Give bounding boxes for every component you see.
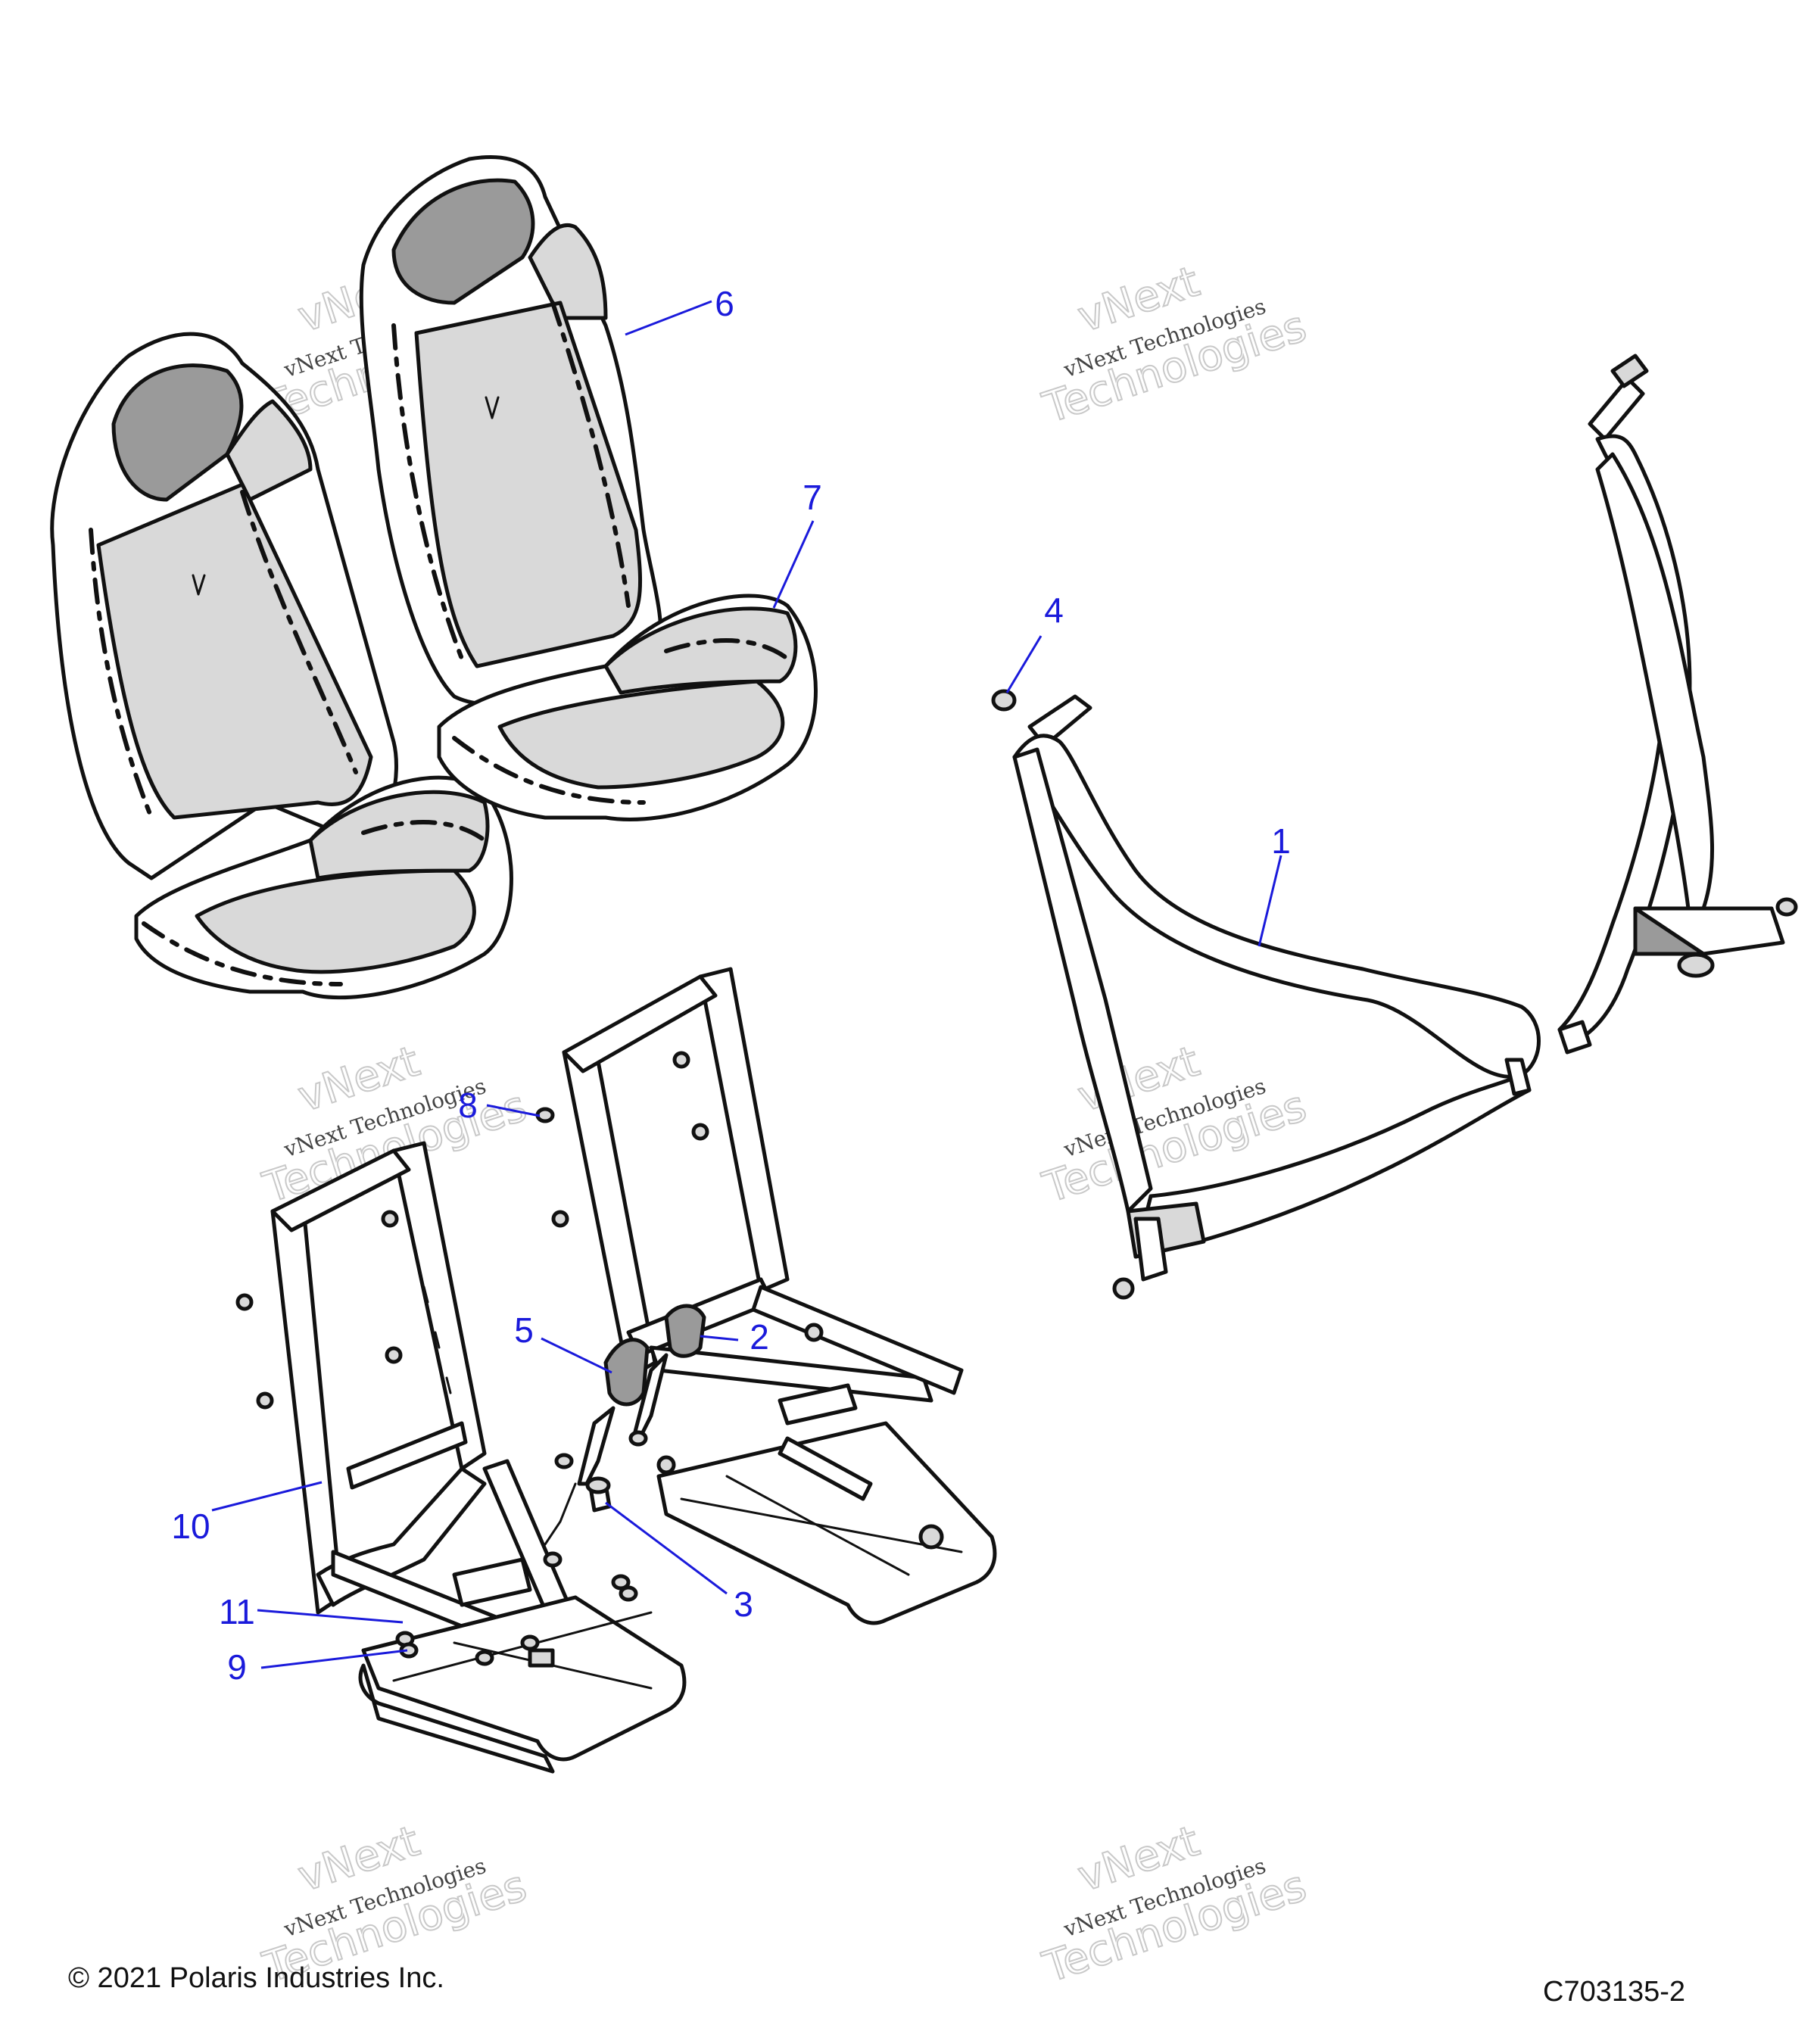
callout-5: 5 bbox=[514, 1310, 534, 1350]
callout-8: 8 bbox=[458, 1086, 478, 1125]
callout-1: 1 bbox=[1271, 821, 1291, 861]
callout-4: 4 bbox=[1044, 590, 1064, 630]
callout-7: 7 bbox=[803, 478, 822, 517]
seat-right bbox=[359, 154, 818, 821]
seat-belt-assembly-center bbox=[1012, 694, 1541, 1300]
seat-left bbox=[50, 332, 513, 1000]
callout-9: 9 bbox=[227, 1647, 247, 1687]
nut-part-4 bbox=[991, 689, 1017, 712]
copyright-text: © 2021 Polaris Industries Inc. bbox=[68, 1962, 444, 1994]
bolt-part-3 bbox=[585, 1476, 612, 1513]
bolts-part-9-11 bbox=[395, 1453, 638, 1666]
seat-base-left bbox=[358, 1557, 687, 1774]
seat-belt-buckle-part-2 bbox=[628, 1304, 706, 1447]
callout-11: 11 bbox=[219, 1592, 255, 1631]
callout-leaders bbox=[211, 300, 1282, 1669]
diagram-code: C703135-2 bbox=[1543, 1976, 1686, 2008]
watermark-top-right: vNext vNext Technologies Technologies bbox=[1036, 257, 1313, 435]
watermark-bottom-right: vNext vNext Technologies Technologies bbox=[1036, 1816, 1313, 1994]
callout-2: 2 bbox=[750, 1317, 769, 1357]
callout-6: 6 bbox=[715, 284, 734, 323]
seat-base-right bbox=[656, 1383, 997, 1625]
seat-belt-buckle-part-5 bbox=[544, 1338, 650, 1546]
callout-3: 3 bbox=[734, 1584, 753, 1624]
callout-10: 10 bbox=[171, 1507, 210, 1546]
seat-belt-assembly-right bbox=[1557, 354, 1798, 1055]
